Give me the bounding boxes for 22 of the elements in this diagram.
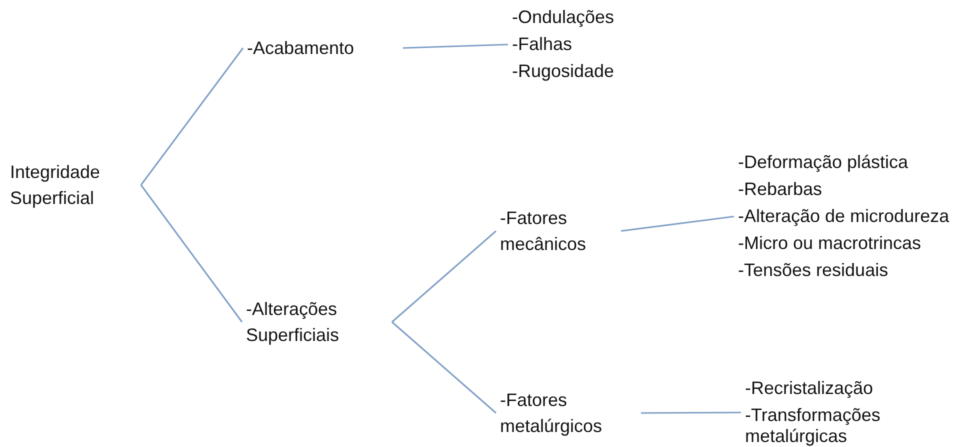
node-label: -Alterações Superficiais [246, 296, 386, 348]
connector-line [140, 184, 243, 322]
list-item: -Deformação plástica [738, 152, 910, 173]
node-label: -Fatores mecânicos [500, 205, 615, 257]
connector-line [620, 216, 734, 232]
list-item: -Transformações metalúrgicas [745, 405, 882, 447]
list-item: -Micro ou macrotrincas [738, 233, 922, 254]
connector-line [641, 412, 741, 414]
node-label: Integridade Superficial [10, 159, 135, 211]
connector-line [402, 44, 508, 49]
connector-line [140, 48, 244, 186]
list-item: -Rebarbas [738, 179, 824, 200]
connector-line [391, 230, 497, 323]
list-item: -Alteração de microdureza [738, 206, 950, 227]
connector-line [391, 321, 497, 414]
list-item: -Ondulações [512, 7, 616, 28]
node-label: -Fatores metalúrgicos [500, 387, 635, 439]
list-item: -Falhas [512, 34, 574, 55]
node-label: -Acabamento [247, 35, 397, 61]
list-item: -Tensões residuais [738, 260, 890, 281]
list-item: -Rugosidade [512, 61, 616, 82]
list-item: -Recristalização [745, 378, 874, 399]
